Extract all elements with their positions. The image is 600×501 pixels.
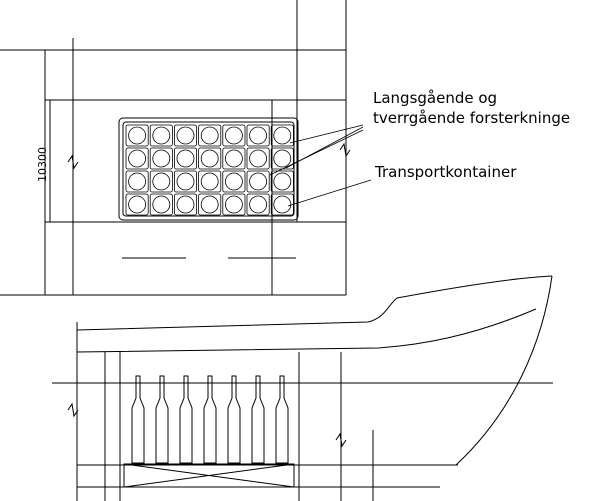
bottle <box>179 375 193 464</box>
container-cell <box>222 124 246 147</box>
container-inner <box>122 121 295 217</box>
bottle-cap-circle <box>273 126 292 145</box>
bottle-cap-circle <box>249 195 268 214</box>
bottle-cap-circle <box>249 126 268 145</box>
bottle <box>251 375 265 464</box>
container-cell <box>270 124 294 147</box>
container-cell <box>222 147 246 170</box>
bottle-cap-circle <box>152 149 171 168</box>
container-cell <box>246 193 270 216</box>
bottle-cap-circle <box>249 149 268 168</box>
container-cell <box>125 124 149 147</box>
bottle-cap-circle <box>200 149 219 168</box>
bottle-cap-circle <box>249 172 268 191</box>
container-cell <box>246 124 270 147</box>
bottle-group <box>131 375 289 464</box>
bottle-cap-circle <box>152 195 171 214</box>
leader-line-3 <box>269 129 364 176</box>
container-outer <box>118 117 299 221</box>
container-cell <box>198 193 222 216</box>
container-cell <box>173 170 197 193</box>
label-reinforcement-line1: Langsgående og <box>373 89 497 107</box>
container-cell <box>173 124 197 147</box>
bottle <box>155 375 169 464</box>
label-reinforcement-line2: tverrgående forsterkninge <box>373 109 570 127</box>
bottle-cap-circle <box>176 172 195 191</box>
container-cell <box>149 193 173 216</box>
container-cell <box>125 170 149 193</box>
bottle-cap-circle <box>200 126 219 145</box>
label-container: Transportkontainer <box>374 163 517 181</box>
container-cell <box>149 147 173 170</box>
bottle-cap-circle <box>224 126 243 145</box>
bottle <box>227 375 241 464</box>
bottle-cap-circle <box>128 126 147 145</box>
pallet <box>123 463 295 488</box>
container-cell <box>173 193 197 216</box>
bottle-cap-circle <box>152 126 171 145</box>
bottle-cap-circle <box>128 149 147 168</box>
bottle <box>131 375 145 464</box>
hull-top-curve <box>76 275 553 331</box>
bottle-cap-circle <box>224 149 243 168</box>
section-view <box>52 275 553 501</box>
plan-view: 10300 Langsgående og tverrgående forster… <box>0 0 570 296</box>
container-cell <box>198 147 222 170</box>
bottle <box>275 375 289 464</box>
bottle-cap-circle <box>273 172 292 191</box>
container-cell <box>270 193 294 216</box>
hull-bow <box>455 275 553 466</box>
bottle-cap-circle <box>128 172 147 191</box>
container-cell <box>125 147 149 170</box>
bottle-cap-circle <box>200 172 219 191</box>
container-cells <box>125 124 294 216</box>
bottle-cap-circle <box>224 172 243 191</box>
bottle-cap-circle <box>224 195 243 214</box>
bottle-cap-circle <box>273 195 292 214</box>
bottle-cap-circle <box>152 172 171 191</box>
container-cell <box>222 170 246 193</box>
container-cell <box>149 124 173 147</box>
bottle <box>203 375 217 464</box>
container-cell <box>173 147 197 170</box>
container-cell <box>222 193 246 216</box>
container-cell <box>270 170 294 193</box>
bottle-cap-circle <box>273 149 292 168</box>
container-cell <box>246 170 270 193</box>
bottle-cap-circle <box>176 149 195 168</box>
leader-line-1 <box>289 124 364 144</box>
bottle-cap-circle <box>200 195 219 214</box>
container-cell <box>198 170 222 193</box>
container-cell <box>246 147 270 170</box>
hull-sheer-curve <box>76 308 537 353</box>
bottle-cap-circle <box>176 195 195 214</box>
break-mark-right <box>339 142 351 158</box>
bottle-cap-circle <box>176 126 195 145</box>
break-mark-left <box>67 154 79 170</box>
leader-line-4 <box>287 179 372 207</box>
dimension-text: 10300 <box>36 147 49 182</box>
container-cell <box>198 124 222 147</box>
bottle-cap-circle <box>128 195 147 214</box>
container-cell <box>125 193 149 216</box>
container-cell <box>149 170 173 193</box>
